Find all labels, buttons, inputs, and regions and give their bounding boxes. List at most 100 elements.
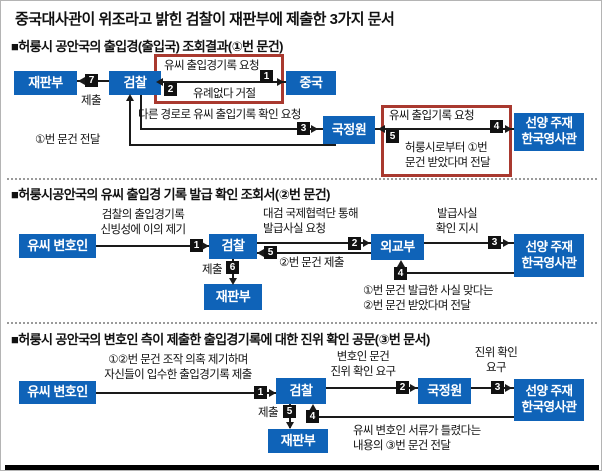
s1-step4-badge: 4 [490,120,503,133]
s1-node-consulate-line1: 선양 주재 [525,116,573,131]
s2-node-prosecution: 검찰 [209,234,257,259]
s1-line-step4-5 [375,128,514,130]
s2-line-step3 [424,242,514,244]
s3-node-consulate-line2: 한국영사관 [521,400,577,414]
s3-node-court: 재판부 [268,429,328,453]
s1-submit-label: 제출 [81,95,102,107]
s2-submit-label: 제출 [202,264,223,276]
s1-step4-label: 유씨 출입기록 요청 [389,110,475,122]
s2-step3-label-line1: 발급사실 [437,208,478,220]
page-title: 중국대사관이 위조라고 밝힌 검찰이 재판부에 제출한 3가지 문서 [15,11,395,28]
s2-step5-label: ②번 문건 제출 [279,257,344,269]
s2-node-lawyer: 유씨 변호인 [19,234,96,258]
s3-line-step1 [96,392,276,394]
s1-return-label: ①번 문건 전달 [35,134,100,146]
s3-step5-badge: 5 [283,405,296,418]
s1-node-consulate-line2: 한국영사관 [521,132,577,146]
s1-node-court: 재판부 [14,71,77,95]
s3-step4-label-line1: 유씨 변호인 서류가 틀렸다는 [353,425,481,437]
s1-step5-label-line2: 문건 받았다며 전달 [405,157,491,169]
s2-node-mofa-label: 외교부 [380,238,415,254]
s2-arrowhead-right-step1 [202,242,209,250]
s1-step5-label-line1: 허룽시로부터 ①번 [405,142,488,154]
s2-arrowhead-down-step6 [229,278,237,285]
s1-line-step3 [140,128,323,130]
s3-step4-label-line2: 내용의 ③번 문건 전달 [353,440,451,452]
s2-step4-label-line2: ②번 문건 받았다며 전달 [363,300,471,312]
s3-node-consulate: 선양 주재 한국영사관 [514,379,584,421]
s2-node-mofa: 외교부 [371,234,424,260]
s3-step1-badge: 1 [254,386,267,399]
s2-node-consulate-line1: 선양 주재 [525,239,573,254]
s3-arrowhead-up-step4 [309,404,317,411]
s2-step1-label-line2: 신빙성에 이의 제기 [100,223,186,236]
s3-step2-label-line2: 진위 확인 요구 [330,365,396,378]
s2-node-court-label: 재판부 [215,288,251,304]
s1-arrowhead-right-step4 [505,125,512,133]
s3-node-nis: 국정원 [418,378,471,404]
s3-arrowhead-right-step3 [505,384,512,392]
s3-submit-label: 제출 [258,407,279,419]
s3-node-nis-label: 국정원 [427,382,462,398]
s1-step5-badge: 5 [386,130,399,143]
s3-step1-label-line1: ①②번 문건 조작 의혹 제기하며 [108,354,248,366]
s3-step1-label: ①②번 문건 조작 의혹 제기하며 자신들이 입수한 출입경기록 제출 [97,353,259,382]
s3-step2-badge: 2 [396,381,409,394]
s2-line-step4 [400,272,514,274]
s2-arrowhead-up-step4 [397,260,405,267]
s1-return-line [129,144,336,146]
s1-step3-badge: 3 [297,122,310,135]
s3-step3-label-line2: 요구 [486,361,507,374]
s1-node-china: 중국 [286,71,336,95]
s3-node-court-label: 재판부 [280,432,316,448]
s3-step3-badge: 3 [491,381,504,394]
s2-step3-badge: 3 [488,236,501,249]
s2-line-step5 [257,252,371,254]
s2-arrowhead-left-step5 [257,249,264,257]
s3-node-consulate-line1: 선양 주재 [525,384,573,399]
s2-step1-badge: 1 [190,239,203,252]
s1-line-step3-vertical [140,95,142,130]
bottom-rule [5,465,599,470]
s1-node-court-label: 재판부 [28,74,63,90]
s1-arrowhead-left-step2 [156,78,163,86]
s1-arrowhead-left-step5 [378,125,385,133]
s2-step3-label: 발급사실 확인 지시 [421,207,493,236]
s3-node-prosecution: 검찰 [276,378,326,404]
s2-arrowhead-right-step2 [363,239,370,247]
section-divider-1 [7,178,597,180]
s3-step2-label-line1: 변호인 문건 [336,351,390,363]
s1-arrowhead-right-step3 [311,125,318,133]
s3-arrowhead-right-step1 [269,389,276,397]
s2-arrowhead-right-step3 [503,239,510,247]
s1-step1-label: 유씨 출입경기록 요청 [164,60,260,72]
s1-node-prosecution: 검찰 [109,71,161,95]
s2-node-consulate-line2: 한국영사관 [521,255,577,270]
s1-step7-badge: 7 [85,74,98,87]
s3-step2-label: 변호인 문건 진위 확인 요구 [321,350,405,379]
section3-header: ■허룽시 공안국의 변호인 측이 제출한 출입경기록에 대한 진위 확인 공문(… [11,332,430,347]
s2-node-lawyer-label: 유씨 변호인 [27,237,88,253]
section-divider-2 [7,322,597,324]
s3-step4-badge: 4 [306,410,319,423]
s2-step2-badge: 2 [348,237,361,250]
section2-header: ■허룽시공안국의 유씨 출입경 기록 발급 확인 조회서(②번 문건) [11,187,330,202]
s1-node-china-label: 중국 [299,74,323,90]
s1-step2-label: 유례없다 거절 [193,88,256,100]
s2-line-step2 [257,242,371,244]
s1-step1-badge: 1 [260,70,273,83]
s2-step6-badge: 6 [226,261,239,274]
s3-arrowhead-down-step5 [286,422,294,429]
s2-step2-label-line2: 발급사실 요청 [263,223,326,235]
s1-step2-badge: 2 [164,83,177,96]
s1-node-nis: 국정원 [323,116,375,144]
s1-node-nis-label: 국정원 [331,121,367,137]
s1-node-prosecution-label: 검찰 [123,74,147,90]
s1-step3-label: 다른 경로로 유씨 출입기록 확인 요청 [138,109,301,121]
s3-step3-label-line1: 진위 확인 [474,347,518,359]
s1-return-line-vertical [129,100,131,145]
s3-node-lawyer-label: 유씨 변호인 [27,384,88,400]
s2-step1-label-line1: 검찰의 출입경기록 [101,209,185,221]
s2-step4-badge: 4 [394,267,407,280]
